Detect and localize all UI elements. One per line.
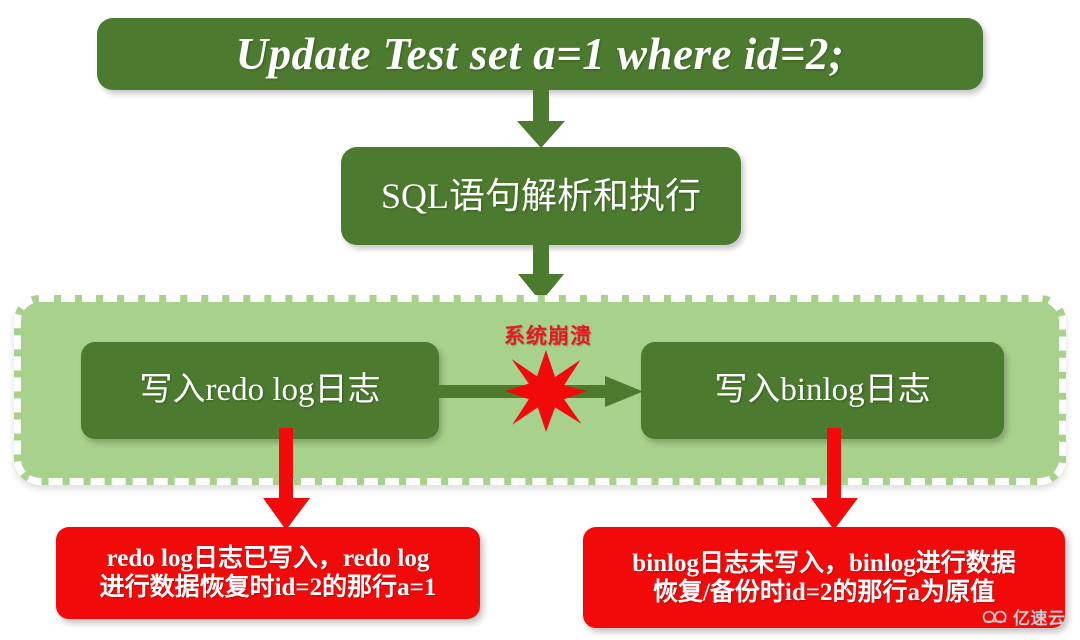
- sql-statement-title-box: Update Test set a=1 where id=2;: [97, 18, 983, 90]
- binlog-result-line1: binlog日志未写入，binlog进行数据: [632, 549, 1016, 577]
- write-redo-log-box: 写入redo log日志: [81, 342, 439, 439]
- arrow-redo-to-result: [263, 428, 310, 530]
- binlog-result-line2: 恢复/备份时id=2的那行a为原值: [652, 578, 996, 606]
- redo-log-result-line2: 进行数据恢复时id=2的那行a=1: [99, 574, 437, 601]
- binlog-result-box: binlog日志未写入，binlog进行数据 恢复/备份时id=2的那行a为原值: [583, 527, 1065, 628]
- watermark: 亿速云: [982, 604, 1066, 629]
- redo-log-result-text: redo log日志已写入，redo log 进行数据恢复时id=2的那行a=1: [100, 544, 437, 602]
- write-redo-log-label: 写入redo log日志: [139, 372, 381, 408]
- write-binlog-label: 写入binlog日志: [714, 372, 931, 408]
- sql-statement-title-label: Update Test set a=1 where id=2;: [235, 28, 845, 79]
- sql-parse-execute-box: SQL语句解析和执行: [341, 147, 741, 245]
- watermark-text: 亿速云: [1013, 609, 1066, 628]
- write-binlog-box: 写入binlog日志: [641, 342, 1004, 439]
- arrow-title-to-sql: [517, 89, 565, 148]
- arrow-sql-to-log-group: [518, 244, 564, 302]
- sql-parse-execute-label: SQL语句解析和执行: [380, 176, 701, 216]
- cloud-icon: [982, 610, 1007, 624]
- system-crash-label: 系统崩溃: [504, 325, 592, 348]
- explosion-star-icon: [505, 350, 587, 432]
- binlog-result-text: binlog日志未写入，binlog进行数据 恢复/备份时id=2的那行a为原值: [632, 549, 1015, 607]
- redo-log-result-box: redo log日志已写入，redo log 进行数据恢复时id=2的那行a=1: [56, 527, 480, 619]
- redo-log-result-line1: redo log日志已写入，redo log: [106, 545, 430, 572]
- arrow-binlog-to-result: [811, 428, 858, 530]
